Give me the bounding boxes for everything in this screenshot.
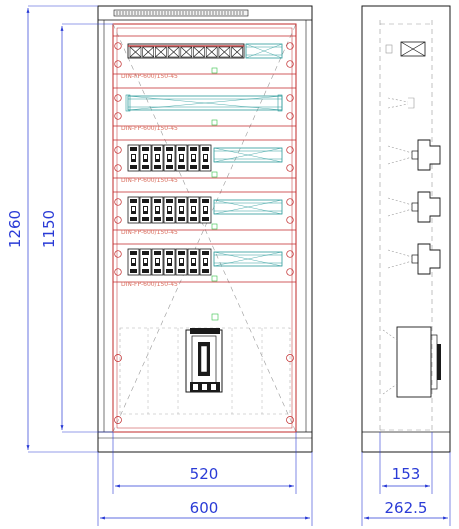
miniature-circuit-breaker — [175, 144, 188, 172]
inner-depth-label: 153 — [392, 465, 421, 483]
screw-icon — [114, 268, 122, 276]
front-view: DIN-FP-600/150-45DIN-FP-600/150-45DIN-FP… — [6, 5, 313, 526]
miniature-circuit-breaker — [187, 248, 200, 276]
miniature-circuit-breaker — [163, 248, 176, 276]
rail-label: DIN-FP-600/150-45 — [121, 125, 178, 132]
miniature-circuit-breaker — [187, 196, 200, 224]
screw-icon — [286, 146, 294, 154]
miniature-circuit-breaker — [199, 248, 212, 276]
main-circuit-breaker — [185, 328, 223, 393]
miniature-circuit-breaker — [199, 144, 212, 172]
screw-icon — [286, 60, 294, 68]
din-rail-row: DIN-FP-600/150-45 — [113, 35, 296, 80]
side-breaker-profiles — [387, 139, 441, 275]
terminal-block — [127, 43, 245, 59]
screw-icon — [114, 198, 122, 206]
screw-icon — [114, 42, 122, 50]
din-rail — [245, 43, 283, 59]
vent-slots — [116, 11, 244, 15]
miniature-circuit-breaker — [199, 196, 212, 224]
miniature-circuit-breaker — [139, 196, 152, 224]
miniature-circuit-breaker — [163, 144, 176, 172]
cabinet-top-frame — [97, 5, 313, 21]
din-rail-row: DIN-FP-600/150-45 — [113, 87, 296, 132]
total-width-label: 600 — [190, 499, 219, 517]
front-dimensions: 1260 1150 520 600 — [6, 5, 313, 526]
diagonal-line — [112, 23, 297, 433]
main-switch-area — [114, 313, 294, 424]
screw-icon — [286, 198, 294, 206]
din-rail-row: DIN-FP-600/150-45 — [113, 139, 296, 184]
screw-icon — [114, 250, 122, 258]
din-rail — [213, 199, 283, 215]
screw-icon — [286, 250, 294, 258]
miniature-circuit-breaker — [175, 248, 188, 276]
din-rail-row: DIN-FP-600/150-45 — [113, 191, 296, 236]
screw-icon — [286, 416, 294, 424]
screw-icon — [114, 354, 122, 362]
din-rail — [213, 251, 283, 267]
mounting-plate — [112, 23, 297, 433]
side-dimensions: 153 262.5 — [361, 432, 451, 526]
side-outline — [361, 5, 451, 453]
miniature-circuit-breaker — [139, 144, 152, 172]
screw-icon — [286, 354, 294, 362]
side-top-device — [385, 41, 426, 57]
side-breaker-profile — [387, 243, 441, 275]
miniature-circuit-breaker — [163, 196, 176, 224]
screw-icon — [114, 164, 122, 172]
rail-label: DIN-FP-600/150-45 — [121, 73, 178, 80]
miniature-circuit-breaker — [127, 144, 140, 172]
miniature-circuit-breaker — [151, 144, 164, 172]
screw-icon — [114, 94, 122, 102]
screw-icon — [286, 42, 294, 50]
rail-label: DIN-FP-600/150-45 — [121, 177, 178, 184]
side-breaker-profile — [387, 139, 441, 171]
side-breaker-profile — [387, 191, 441, 223]
total-depth-label: 262.5 — [385, 499, 428, 517]
miniature-circuit-breaker — [151, 196, 164, 224]
screw-icon — [114, 416, 122, 424]
top-vent-grille — [113, 9, 249, 17]
side-rail-bracket — [387, 97, 415, 109]
screw-icon — [286, 164, 294, 172]
screw-icon — [286, 216, 294, 224]
diagonal-line — [112, 23, 297, 433]
screw-icon — [114, 146, 122, 154]
cabinet-plinth — [97, 431, 313, 453]
side-main-switch — [382, 326, 441, 398]
miniature-circuit-breaker — [151, 248, 164, 276]
screw-icon — [286, 94, 294, 102]
screw-icon — [286, 268, 294, 276]
miniature-circuit-breaker — [127, 248, 140, 276]
total-height-label: 1260 — [6, 210, 24, 248]
screw-icon — [114, 112, 122, 120]
screw-icon — [114, 60, 122, 68]
rail-label: DIN-FP-600/150-45 — [121, 281, 178, 288]
side-view: 153 262.5 — [361, 5, 451, 526]
inner-height-label: 1150 — [40, 210, 58, 248]
din-rail — [213, 147, 283, 163]
miniature-circuit-breaker — [175, 196, 188, 224]
din-rail-row: DIN-FP-600/150-45 — [113, 243, 296, 288]
din-rail-rows: DIN-FP-600/150-45DIN-FP-600/150-45DIN-FP… — [113, 35, 296, 288]
inner-width-label: 520 — [190, 465, 219, 483]
miniature-circuit-breaker — [127, 196, 140, 224]
miniature-circuit-breaker — [187, 144, 200, 172]
rail-label: DIN-FP-600/150-45 — [121, 229, 178, 236]
screw-icon — [114, 216, 122, 224]
screw-icon — [286, 112, 294, 120]
miniature-circuit-breaker — [139, 248, 152, 276]
